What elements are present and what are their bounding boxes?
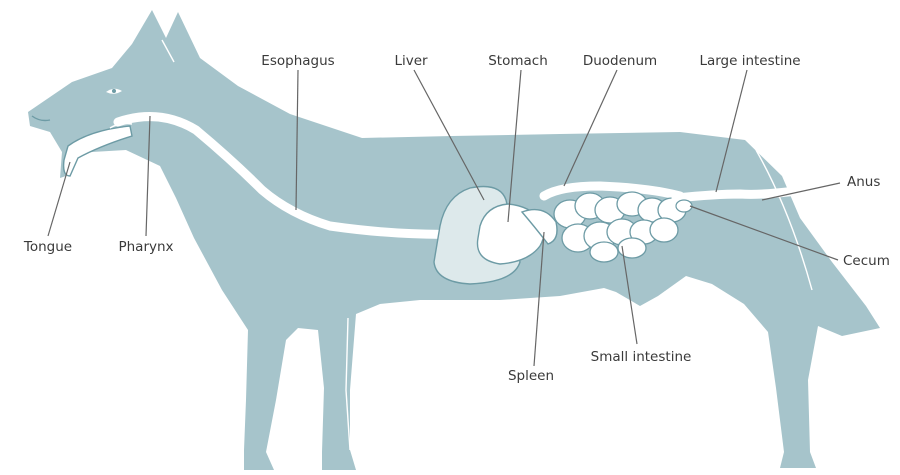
label-tongue: Tongue [23,239,72,255]
cecum-shape [676,200,692,212]
tongue-leader [48,162,70,236]
label-stomach: Stomach [488,53,548,69]
label-cecum: Cecum [843,253,890,269]
label-anus: Anus [847,174,880,190]
label-spleen: Spleen [508,368,554,384]
label-liver: Liver [394,53,428,69]
label-esophagus: Esophagus [261,53,334,69]
hindleg-line [664,292,744,440]
label-duodenum: Duodenum [583,53,657,69]
label-large-intestine: Large intestine [699,53,800,69]
label-small-intestine: Small intestine [591,349,692,365]
label-pharynx: Pharynx [118,239,173,255]
eye-pupil [112,89,116,93]
far-foreleg-line [290,330,304,452]
